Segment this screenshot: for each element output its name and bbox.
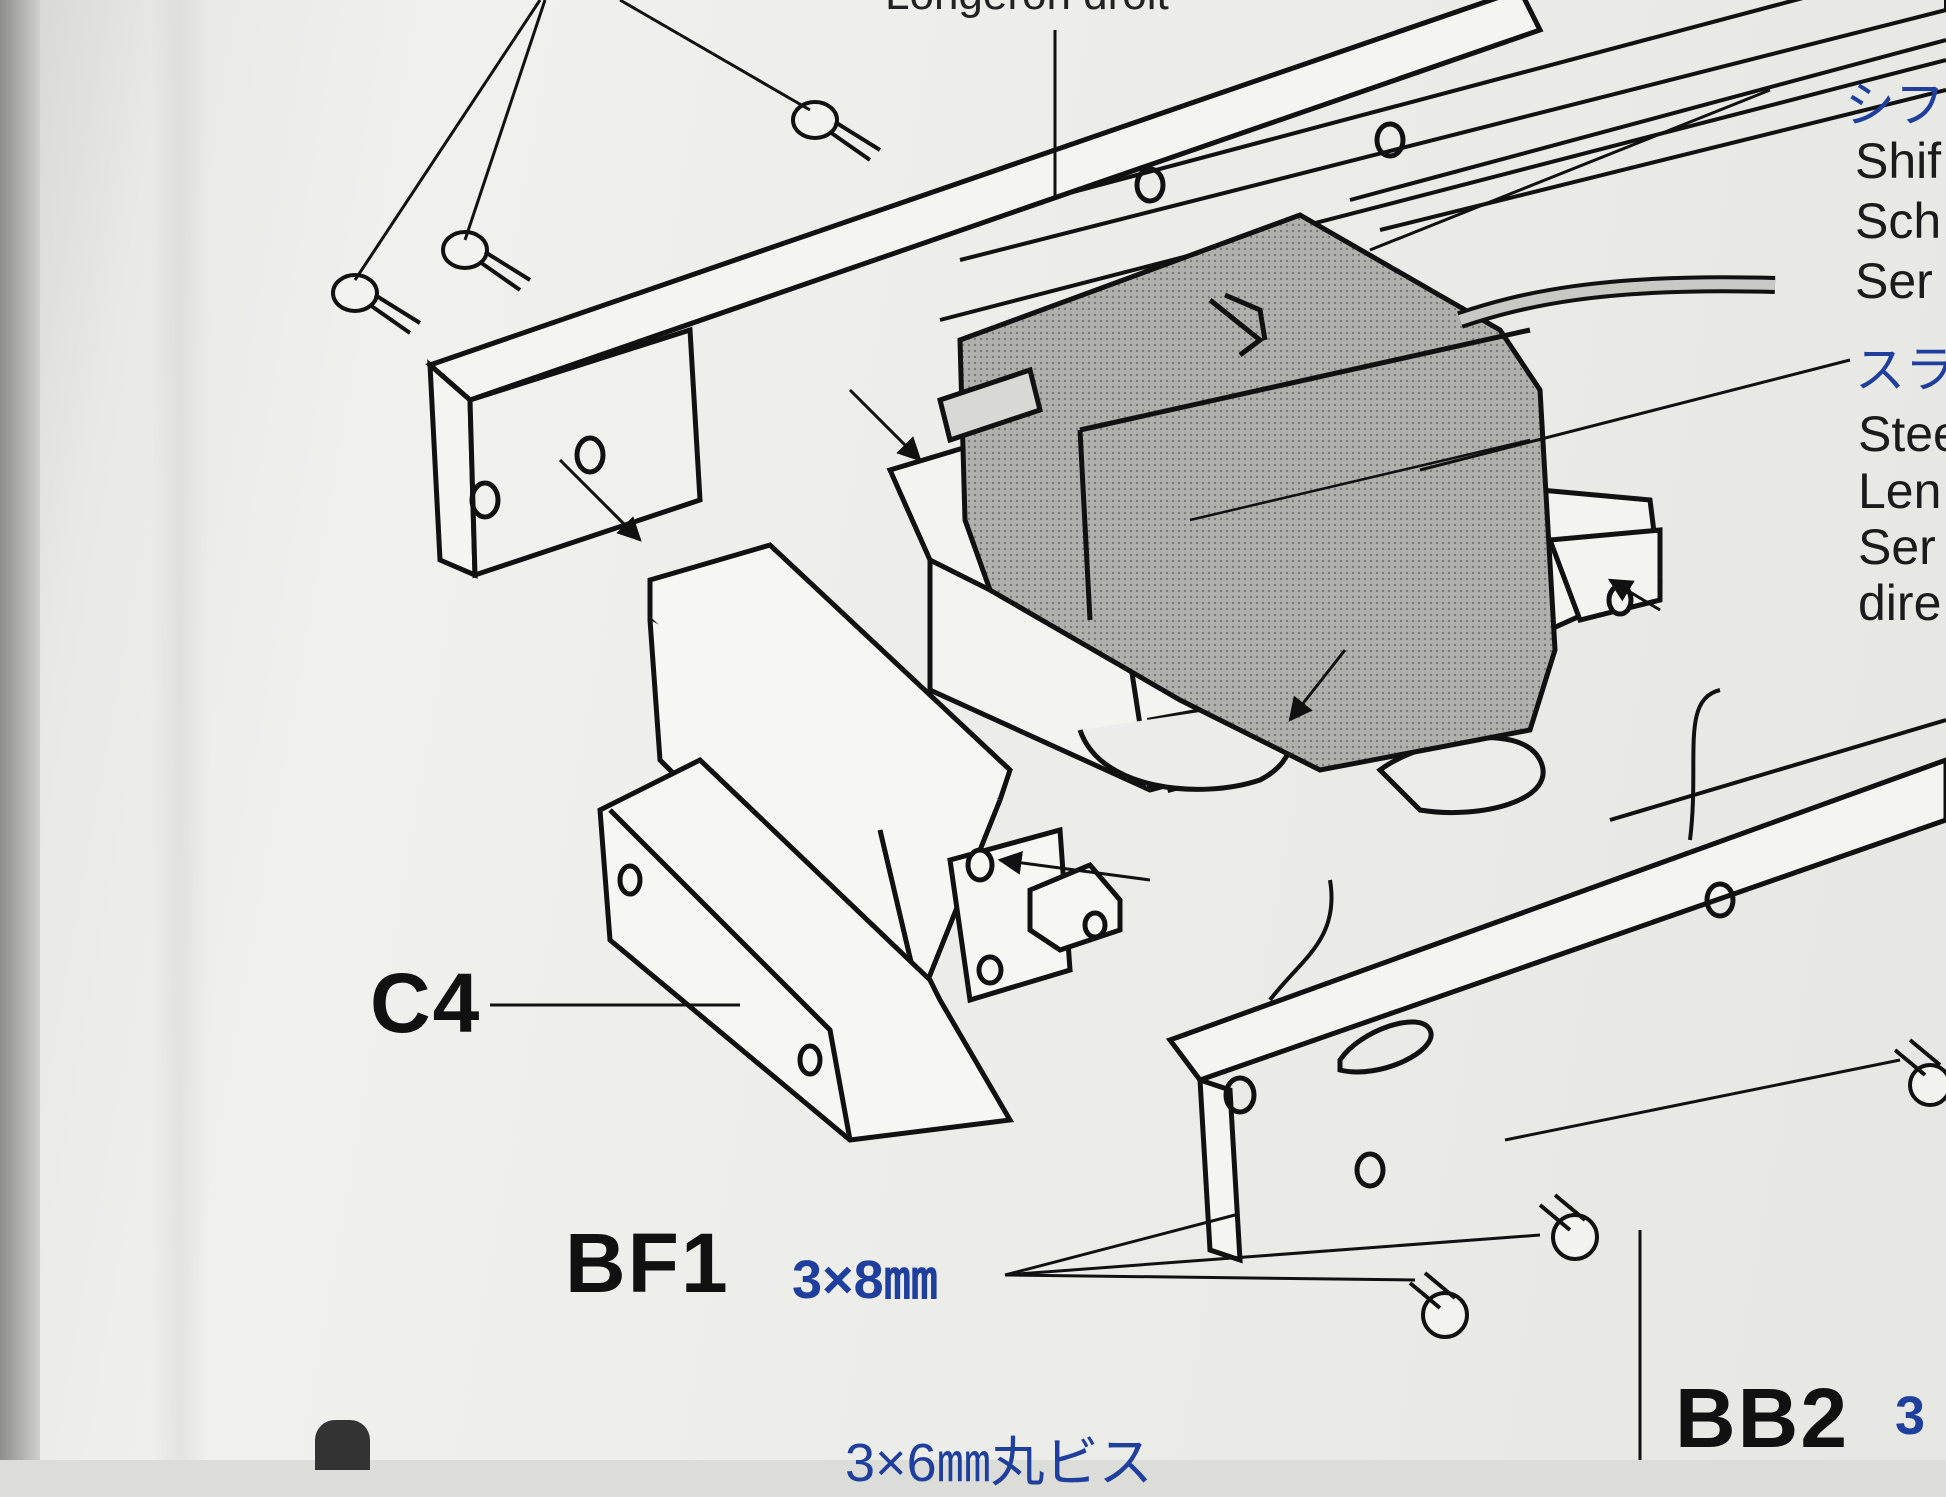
longeron-right bbox=[1165, 757, 1946, 1264]
servo-body bbox=[937, 212, 1776, 773]
shift-line-3: Ser bbox=[1855, 253, 1933, 309]
assembly-diagram bbox=[331, 0, 1946, 1460]
screws-bottom-right bbox=[1408, 1038, 1946, 1339]
shift-line-1: Shif bbox=[1855, 133, 1942, 189]
bf1-size: 3×8㎜ bbox=[792, 1250, 938, 1310]
c4-bracket bbox=[597, 542, 1123, 1143]
longeron-left bbox=[425, 0, 1544, 579]
assembly-arrows bbox=[558, 388, 1661, 882]
longeron-label: Longeron droit bbox=[885, 0, 1169, 20]
page-fold bbox=[0, 0, 40, 1460]
bb2-size: 3 bbox=[1895, 1386, 1926, 1446]
screws-top-left bbox=[331, 100, 882, 335]
steer-line-1: Stee bbox=[1858, 406, 1946, 462]
steer-line-4: dire bbox=[1858, 575, 1942, 631]
bf1-label: BF1 bbox=[565, 1216, 730, 1310]
steer-line-3: Ser bbox=[1858, 519, 1936, 575]
leader-lines bbox=[353, 0, 1901, 1460]
bb2-label: BB2 bbox=[1675, 1371, 1850, 1465]
steer-line-2: Len bbox=[1858, 463, 1942, 519]
binding-shadow bbox=[150, 0, 210, 1460]
steer-heading: スラ bbox=[1855, 342, 1946, 398]
c4-label: C4 bbox=[370, 956, 482, 1050]
screw-icon-bottom bbox=[315, 1420, 370, 1470]
bottom-caption: 3×6㎜丸ビス bbox=[845, 1433, 1153, 1493]
shift-line-2: Sch bbox=[1855, 193, 1942, 249]
shift-heading: シフ bbox=[1845, 77, 1945, 133]
